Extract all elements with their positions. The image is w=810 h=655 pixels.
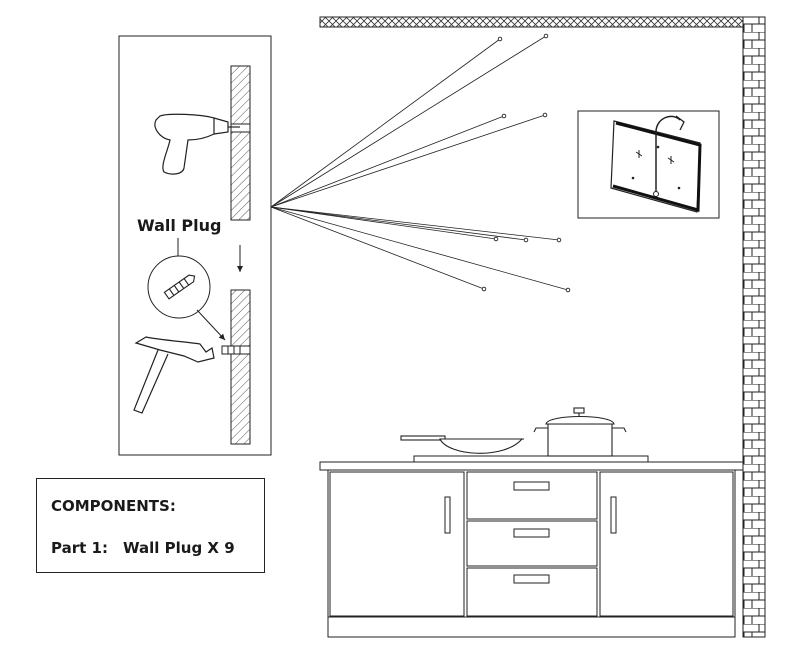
brick-wall (742, 16, 766, 638)
part-description: Wall Plug X 9 (123, 539, 235, 557)
instruction-panel (118, 35, 272, 456)
wall-section-lower (221, 289, 251, 445)
panel-mount-icon (610, 115, 702, 213)
wall-plug-label: Wall Plug (137, 216, 222, 235)
drill-points (481, 33, 571, 293)
hammer-icon (133, 336, 215, 414)
part-number-label: Part 1: (51, 539, 108, 557)
pot-icon (533, 407, 627, 457)
hob-plate (413, 455, 649, 463)
wok-icon (400, 435, 524, 454)
kitchen-cabinet (319, 461, 744, 638)
drill-point-lines (270, 35, 569, 291)
wall-plug-leader (196, 309, 226, 341)
wall-section-upper (230, 65, 251, 221)
drill-icon (154, 113, 240, 175)
ceiling (319, 16, 744, 28)
components-title: COMPONENTS: (51, 497, 176, 515)
components-box: COMPONENTS: Part 1: Wall Plug X 9 (36, 478, 265, 573)
panel-mount-inset (577, 110, 720, 219)
wall-plug-icon (147, 255, 211, 319)
